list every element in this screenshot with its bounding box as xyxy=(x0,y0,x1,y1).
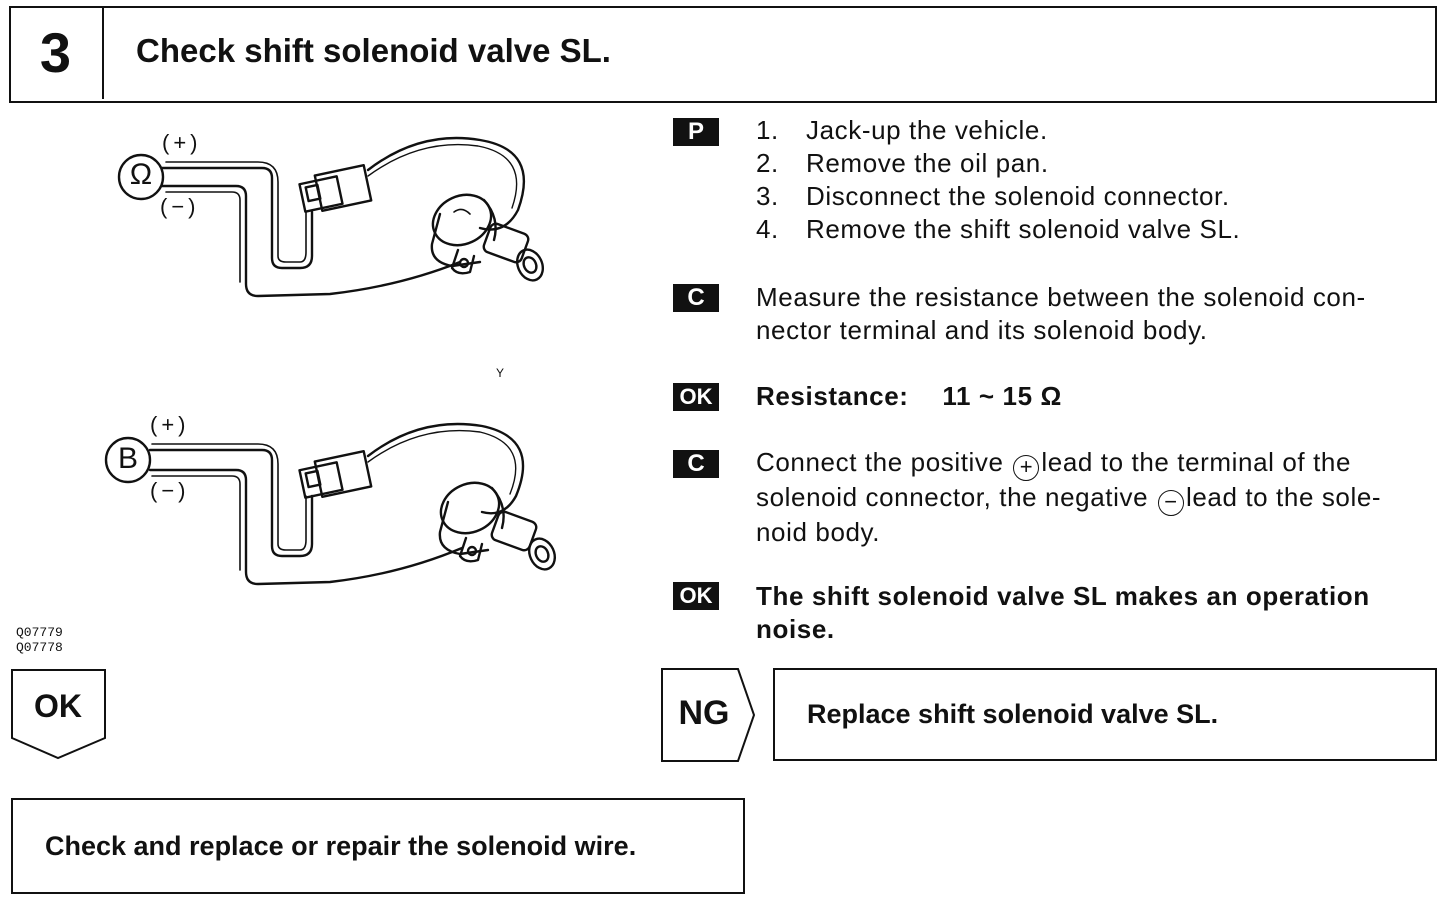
check-tag-1: C xyxy=(673,284,719,312)
check-2-text: Connect the positive +lead to the termin… xyxy=(756,447,1382,547)
battery-plus-label: (+) xyxy=(150,412,190,437)
ohm-minus-label: (−) xyxy=(160,194,200,219)
figure-id-2: Q07778 xyxy=(16,640,63,655)
ng-action-box: Replace shift solenoid valve SL. xyxy=(773,668,1437,761)
battery-symbol xyxy=(104,436,152,484)
prep-steps: 1.Jack-up the vehicle. 2.Remove the oil … xyxy=(756,114,1240,246)
ohmmeter-symbol xyxy=(117,153,165,201)
list-item: 2.Remove the oil pan. xyxy=(756,148,1049,178)
check-1-text: Measure the resistance between the solen… xyxy=(756,282,1366,345)
stray-mark: Y xyxy=(496,366,505,380)
ok-tag-2: OK xyxy=(673,582,719,610)
list-item: 3.Disconnect the solenoid connector. xyxy=(756,181,1230,211)
check-tag-2: C xyxy=(673,450,719,478)
step-number: 3 xyxy=(9,6,104,99)
plus-sign-icon: + xyxy=(1013,455,1040,481)
ok-2-text: The shift solenoid valve SL makes an ope… xyxy=(756,581,1370,644)
minus-sign-icon: − xyxy=(1157,490,1184,516)
ohm-symbol-label: Ω xyxy=(129,158,153,191)
ohm-plus-label: (+) xyxy=(162,130,202,155)
battery-diagram xyxy=(104,422,557,586)
battery-minus-label: (−) xyxy=(150,478,190,503)
figure-id-1: Q07779 xyxy=(16,625,63,640)
ok-arrow-shape xyxy=(11,669,106,760)
step-header xyxy=(9,6,1437,103)
resistance-label: Resistance: xyxy=(756,381,909,411)
battery-symbol-label: B xyxy=(117,442,138,475)
ng-result-label: NG xyxy=(678,694,730,732)
prep-tag: P xyxy=(673,118,719,146)
list-item: 4.Remove the shift solenoid valve SL. xyxy=(756,214,1241,244)
ohmmeter-diagram xyxy=(117,136,545,298)
list-item: 1.Jack-up the vehicle. xyxy=(756,115,1048,145)
ok-result-label: OK xyxy=(34,688,82,724)
wiring-diagrams xyxy=(104,136,557,586)
resistance-spec: Resistance: 11 ~ 15 Ω xyxy=(756,380,1062,413)
ok-tag-1: OK xyxy=(673,383,719,411)
ok-action-box: Check and replace or repair the solenoid… xyxy=(11,798,745,894)
step-title: Check shift solenoid valve SL. xyxy=(136,32,611,69)
ng-arrow-shape xyxy=(661,668,756,762)
resistance-value: 11 ~ 15 Ω xyxy=(942,381,1062,411)
